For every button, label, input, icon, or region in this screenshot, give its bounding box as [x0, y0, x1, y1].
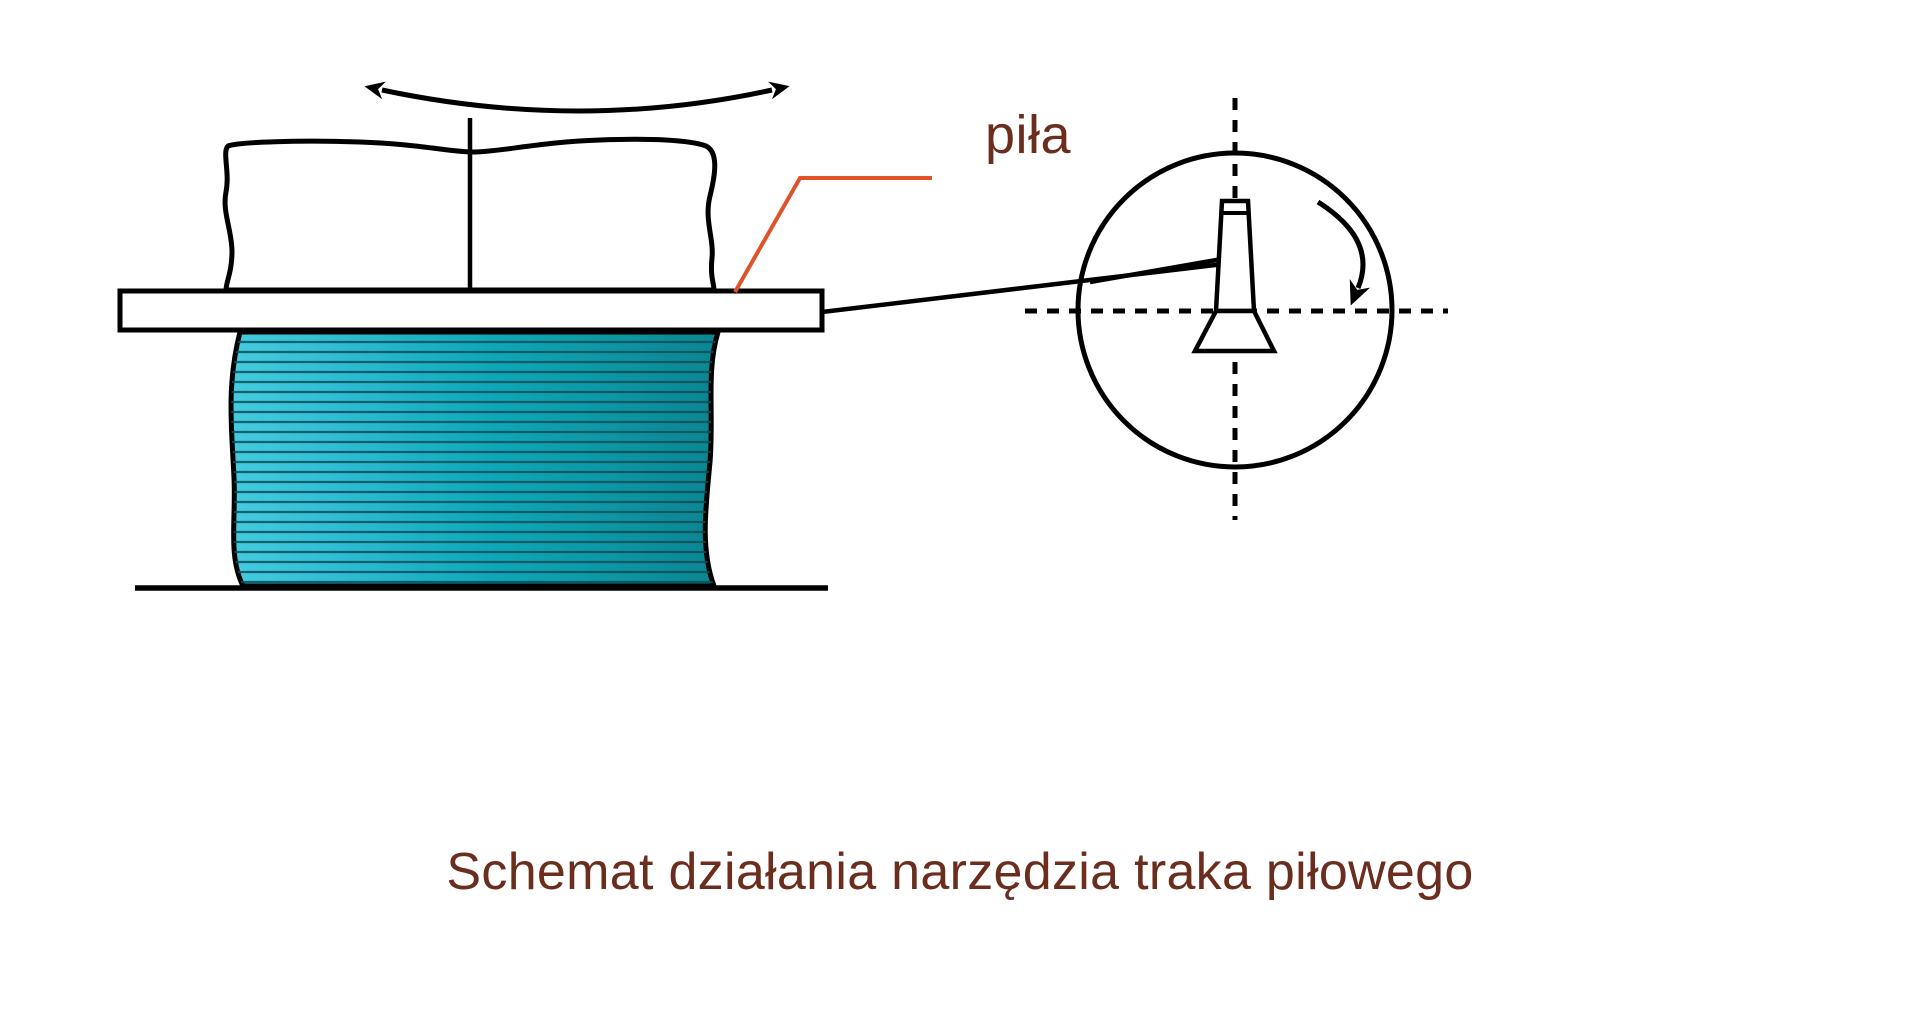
- saw-bar: [117, 288, 825, 333]
- detail-connector-line-2: [1089, 255, 1229, 285]
- saw-tooth: [1191, 198, 1278, 354]
- saw-label: piła: [985, 105, 1072, 165]
- log-body: [228, 329, 721, 589]
- diagram-caption: Schemat działania narzędzia traka piłowe…: [446, 843, 1474, 901]
- log-hatching: [231, 340, 718, 584]
- reciprocation-arrow: [364, 81, 790, 114]
- rotation-arrow: [1316, 199, 1371, 306]
- detail-circle: [1025, 98, 1448, 520]
- pila-leader-line: [733, 176, 932, 293]
- detail-connector-line: [821, 260, 1233, 315]
